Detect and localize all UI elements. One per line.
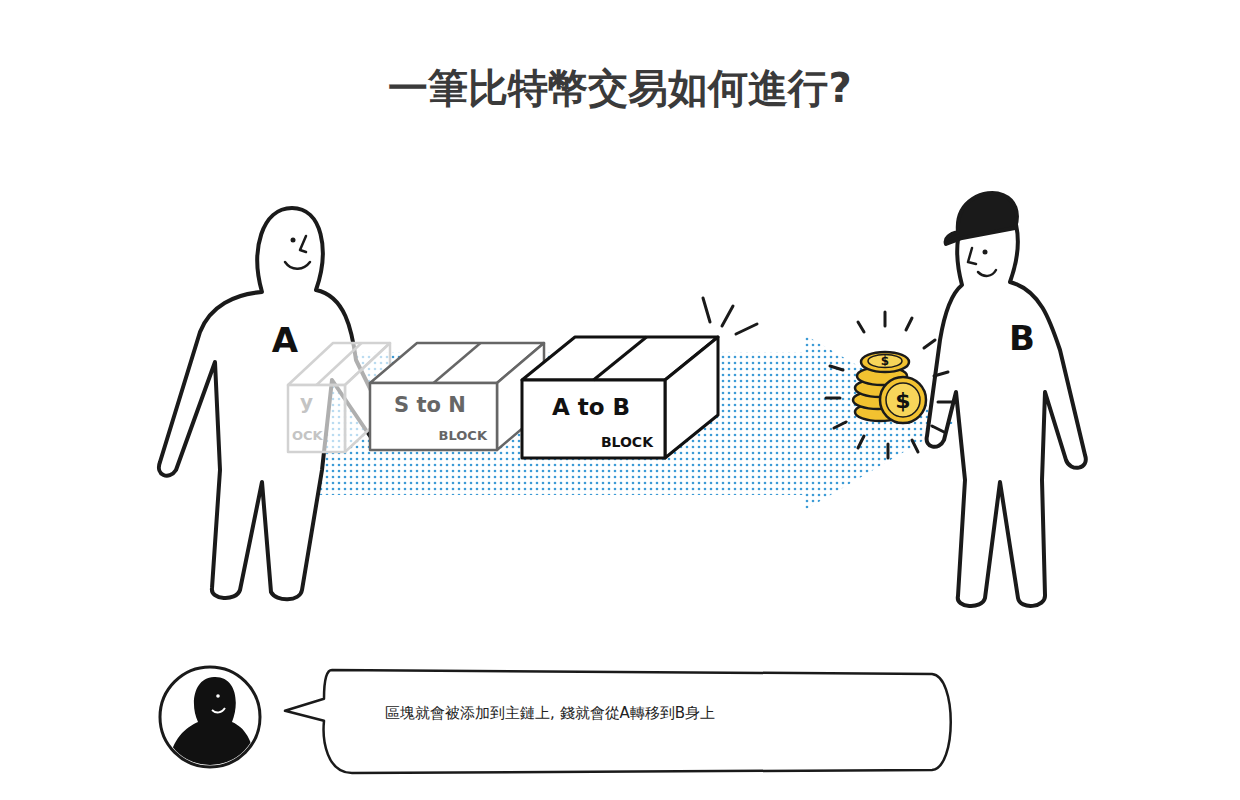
- person-a-eye: [291, 238, 296, 243]
- node-title: y: [300, 391, 313, 414]
- node-title: A to B: [552, 394, 630, 420]
- speech-bubble: 區塊就會被添加到主鏈上, 錢就會從A轉移到B身上: [312, 668, 957, 775]
- sparkle: [906, 318, 912, 330]
- person-letter: B: [1009, 321, 1035, 355]
- bubble-outline: [285, 670, 951, 773]
- block-seam: [434, 343, 481, 383]
- block-faces: [370, 343, 544, 450]
- block-seam: [594, 337, 647, 380]
- coin-symbol: $: [895, 390, 910, 412]
- block-front: [370, 383, 497, 450]
- narrator-avatar: [160, 667, 260, 770]
- sparkle: [830, 366, 843, 370]
- node-subtitle: BLOCK: [439, 429, 487, 444]
- person-b-body: [927, 200, 1086, 606]
- person-a-nose: [300, 236, 306, 252]
- avatar-eye: [216, 694, 220, 698]
- coin-rim: [868, 355, 902, 368]
- sparkle: [736, 324, 757, 334]
- person-a-smile: [285, 262, 310, 269]
- block-seam: [317, 343, 362, 385]
- node-subtitle: OCK: [292, 429, 323, 444]
- sparkle: [932, 426, 944, 432]
- node-title: S to N: [394, 393, 466, 417]
- transfer-arrow: [285, 335, 955, 510]
- person-a-body: [159, 208, 389, 599]
- sparkle: [934, 372, 948, 376]
- sparkle: [912, 440, 918, 452]
- block-sparkles: [703, 298, 757, 334]
- block-faces: [522, 337, 718, 458]
- sparkle: [938, 401, 952, 404]
- person-b-smile: [978, 270, 996, 276]
- sparkle: [826, 397, 840, 400]
- node-title: 區塊就會被添加到主鏈上, 錢就會從A轉移到B身上: [385, 705, 715, 722]
- sparkle: [887, 444, 890, 458]
- block: A to B BLOCK: [522, 337, 718, 458]
- person-b-cap: [946, 193, 1017, 244]
- node-subtitle: BLOCK: [601, 434, 653, 450]
- block-front: [288, 385, 345, 452]
- coin-symbol: $: [881, 355, 889, 367]
- title: 一筆比特幣交易如何進行?: [0, 66, 1240, 110]
- sparkle: [858, 322, 864, 332]
- sparkle: [924, 340, 935, 348]
- sparkle: [834, 422, 846, 428]
- sparkle: [858, 436, 864, 448]
- sparkle: [722, 306, 733, 326]
- avatar-smile: [212, 708, 225, 712]
- coin: [880, 377, 926, 423]
- block-front: [522, 380, 665, 458]
- block: S to N BLOCK: [370, 343, 544, 450]
- coin: [861, 352, 909, 372]
- avatar-silhouette: [168, 677, 256, 770]
- coin-rim: [886, 383, 920, 417]
- sparkle: [884, 312, 887, 326]
- person-letter: A: [272, 323, 298, 357]
- person-b-eye: [983, 250, 988, 255]
- person-a: [159, 208, 389, 599]
- block-side: [665, 337, 718, 458]
- coin-stack: [853, 352, 926, 423]
- coin-sparkles: [826, 312, 952, 458]
- person-b: [927, 193, 1086, 606]
- sparkle: [703, 298, 710, 322]
- person-b-nose: [968, 248, 976, 264]
